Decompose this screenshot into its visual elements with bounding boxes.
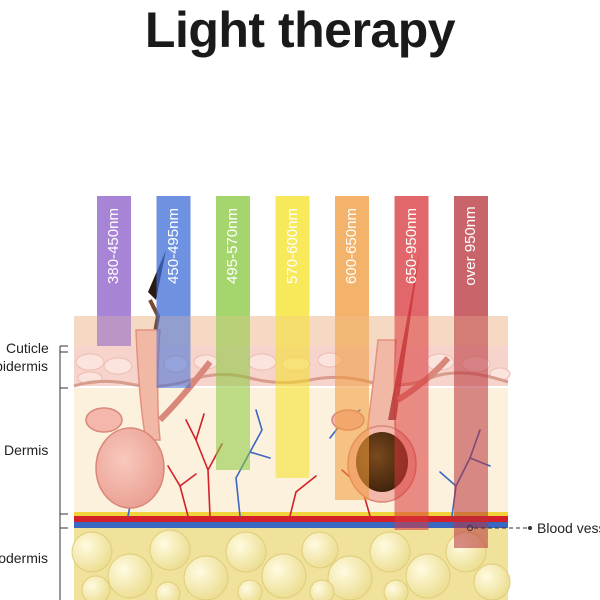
beam-1-top [97,196,131,316]
hypodermis-label: Hypodermis [0,550,48,566]
beam-label-4: 570-600nm [283,208,301,284]
cuticle-label: Cuticle [6,340,49,356]
beam-4-top [275,196,310,316]
beam-label-7: over 950nm [462,206,479,286]
beam-7 [454,196,488,548]
blood-vessel-pointer [467,525,532,531]
beam-2 [156,196,191,388]
light-beams [97,196,488,548]
blood-vessel-artery [74,516,508,522]
beam-4 [275,196,310,478]
beam-2-top [156,196,191,316]
beam-label-2: 450-495nm [164,208,182,284]
beam-5-top [335,196,369,316]
beam-7-top [454,196,488,316]
page-title: Light therapy [144,2,456,58]
beam-6 [394,196,429,530]
beam-label-6: 650-950nm [402,208,420,284]
epidermis-label: Epidermis [0,358,48,374]
beam-1 [97,196,131,346]
dermis-label: Dermis [4,442,49,458]
beam-5 [335,196,369,500]
beam-6-top [394,196,429,316]
blood-vessel-vein [74,522,508,528]
layer-brackets [59,345,68,600]
beam-3-top [216,196,250,316]
beam-label-3: 495-570nm [224,208,241,284]
beam-label-5: 600-650nm [343,208,360,284]
beam-label-1: 380-450nm [105,208,122,284]
beam-3 [216,196,250,470]
blood-vessel-label: Blood vessel [537,520,600,536]
